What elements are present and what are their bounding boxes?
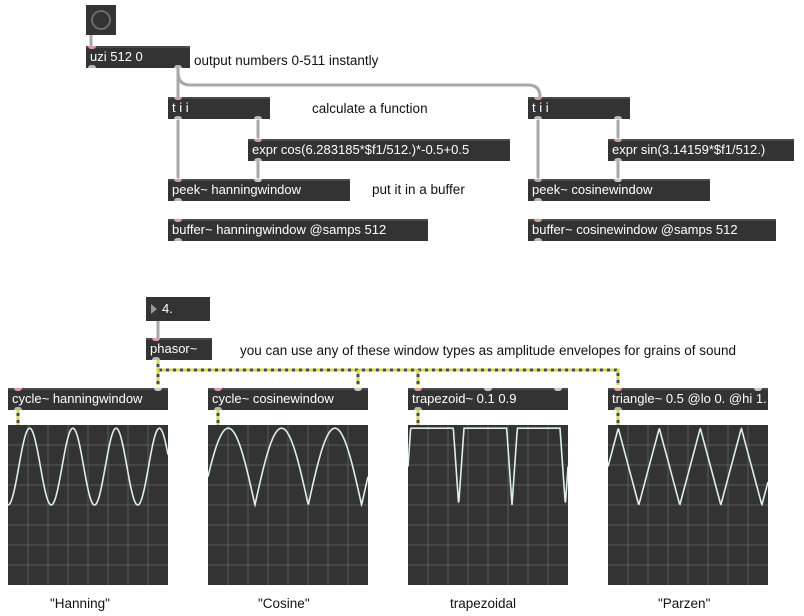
trapezoid-inlet-3[interactable] (554, 388, 562, 391)
triangle-right-icon (151, 304, 157, 314)
expr-cos-inlet[interactable] (254, 139, 262, 142)
buffer-hanning-label: buffer~ hanningwindow @samps 512 (172, 222, 387, 237)
trigger-left-outlet-2[interactable] (254, 116, 262, 119)
buffer-cosine-inlet[interactable] (534, 219, 542, 222)
scope-hanning[interactable] (8, 425, 168, 585)
expr-cos-label: expr cos(6.283185*$f1/512.)*-0.5+0.5 (252, 142, 470, 157)
trapezoid-object[interactable]: trapezoid~ 0.1 0.9 (408, 388, 568, 410)
trigger-right-outlet-1[interactable] (534, 116, 542, 119)
scope-cosine[interactable] (208, 425, 368, 585)
scope-display (608, 425, 768, 585)
calc-comment: calculate a function (312, 101, 428, 116)
trigger-left-inlet[interactable] (174, 97, 182, 100)
peek-cosine-outlet[interactable] (534, 198, 542, 201)
peek-cosine-inlet-1[interactable] (534, 179, 542, 182)
scope-trapezoid[interactable] (408, 425, 568, 585)
cycle-cosine-inlet-1[interactable] (214, 388, 222, 391)
expr-cos-outlet[interactable] (254, 158, 262, 161)
buffer-cosine-outlet[interactable] (534, 238, 542, 241)
peek-cosine-inlet-2[interactable] (614, 179, 622, 182)
trigger-right-outlet-2[interactable] (614, 116, 622, 119)
window-comment: you can use any of these window types as… (240, 343, 737, 358)
peek-hanning-inlet-2[interactable] (254, 179, 262, 182)
triangle-inlet-2[interactable] (754, 388, 762, 391)
trigger-right-label: t i i (532, 100, 549, 115)
phasor-object[interactable]: phasor~ (146, 338, 212, 360)
triangle-outlet[interactable] (614, 407, 622, 410)
uzi-outlet-right[interactable] (174, 65, 182, 68)
trigger-left-outlet-1[interactable] (174, 116, 182, 119)
peek-hanning-outlet[interactable] (174, 198, 182, 201)
uzi-label: uzi 512 0 (90, 49, 143, 64)
caption-hanning: "Hanning" (50, 596, 110, 611)
scope-triangle[interactable] (608, 425, 768, 585)
scope-display (408, 425, 568, 585)
cycle-hanning-label: cycle~ hanningwindow (12, 391, 143, 406)
peek-hanning-inlet-1[interactable] (174, 179, 182, 182)
cord-uzi-trigger-right (176, 70, 542, 99)
buffer-hanning-outlet[interactable] (174, 238, 182, 241)
waveform-hanning (8, 427, 168, 506)
trapezoid-inlet-1[interactable] (414, 388, 422, 391)
phasor-outlet[interactable] (152, 357, 160, 360)
cord-phasor-cycles-dash (156, 360, 620, 385)
scope-display (208, 425, 368, 585)
cycle-hanning-inlet-2[interactable] (154, 388, 162, 391)
phasor-label: phasor~ (150, 341, 198, 356)
number-value: 4. (162, 301, 173, 316)
cord-phasor-cycles-bg (156, 360, 620, 385)
buffer-hanning-inlet[interactable] (174, 219, 182, 222)
trapezoid-outlet[interactable] (414, 407, 422, 410)
waveform-triangle (608, 427, 768, 507)
trapezoid-label: trapezoid~ 0.1 0.9 (412, 391, 517, 406)
caption-cosine: "Cosine" (258, 596, 310, 611)
cycle-hanning-outlet[interactable] (14, 407, 22, 410)
buffer-cosine-label: buffer~ cosinewindow @samps 512 (532, 222, 738, 237)
scope-display (8, 425, 168, 585)
cycle-cosine-object[interactable]: cycle~ cosinewindow (208, 388, 368, 410)
trigger-right-object[interactable]: t i i (528, 97, 630, 119)
uzi-comment: output numbers 0-511 instantly (194, 53, 379, 68)
phasor-inlet[interactable] (152, 338, 160, 341)
buffer-comment: put it in a buffer (372, 182, 465, 197)
peek-cosine-object[interactable]: peek~ cosinewindow (528, 179, 710, 201)
triangle-label: triangle~ 0.5 @lo 0. @hi 1. (612, 391, 767, 406)
triangle-inlet-1[interactable] (614, 388, 622, 391)
caption-trapezoidal: trapezoidal (450, 596, 517, 611)
bang-button[interactable] (86, 5, 116, 35)
cycle-hanning-object[interactable]: cycle~ hanningwindow (8, 388, 168, 410)
peek-cosine-label: peek~ cosinewindow (532, 182, 653, 197)
peek-hanning-label: peek~ hanningwindow (172, 182, 302, 197)
trapezoid-inlet-2[interactable] (484, 388, 492, 391)
cycle-cosine-inlet-2[interactable] (354, 388, 362, 391)
circle-icon (91, 10, 111, 30)
uzi-outlet-left[interactable] (88, 65, 96, 68)
trigger-left-object[interactable]: t i i (168, 97, 270, 119)
triangle-object[interactable]: triangle~ 0.5 @lo 0. @hi 1. (608, 388, 768, 410)
expr-sin-label: expr sin(3.14159*$f1/512.) (612, 142, 766, 157)
cycle-cosine-label: cycle~ cosinewindow (212, 391, 334, 406)
buffer-cosine-object[interactable]: buffer~ cosinewindow @samps 512 (528, 219, 776, 241)
waveform-cosine (208, 427, 368, 508)
number-box[interactable]: 4. (146, 297, 210, 321)
uzi-object[interactable]: uzi 512 0 (86, 46, 190, 68)
caption-parzen: "Parzen" (658, 596, 711, 611)
trigger-right-inlet[interactable] (534, 97, 542, 100)
expr-sin-inlet[interactable] (614, 139, 622, 142)
expr-sin-object[interactable]: expr sin(3.14159*$f1/512.) (608, 139, 794, 161)
peek-hanning-object[interactable]: peek~ hanningwindow (168, 179, 350, 201)
expr-sin-outlet[interactable] (614, 158, 622, 161)
uzi-inlet[interactable] (88, 46, 96, 49)
buffer-hanning-object[interactable]: buffer~ hanningwindow @samps 512 (168, 219, 428, 241)
trigger-left-label: t i i (172, 100, 189, 115)
expr-cos-object[interactable]: expr cos(6.283185*$f1/512.)*-0.5+0.5 (248, 139, 510, 161)
cycle-cosine-outlet[interactable] (214, 407, 222, 410)
cycle-hanning-inlet-1[interactable] (14, 388, 22, 391)
waveform-trapezoid (408, 427, 568, 506)
